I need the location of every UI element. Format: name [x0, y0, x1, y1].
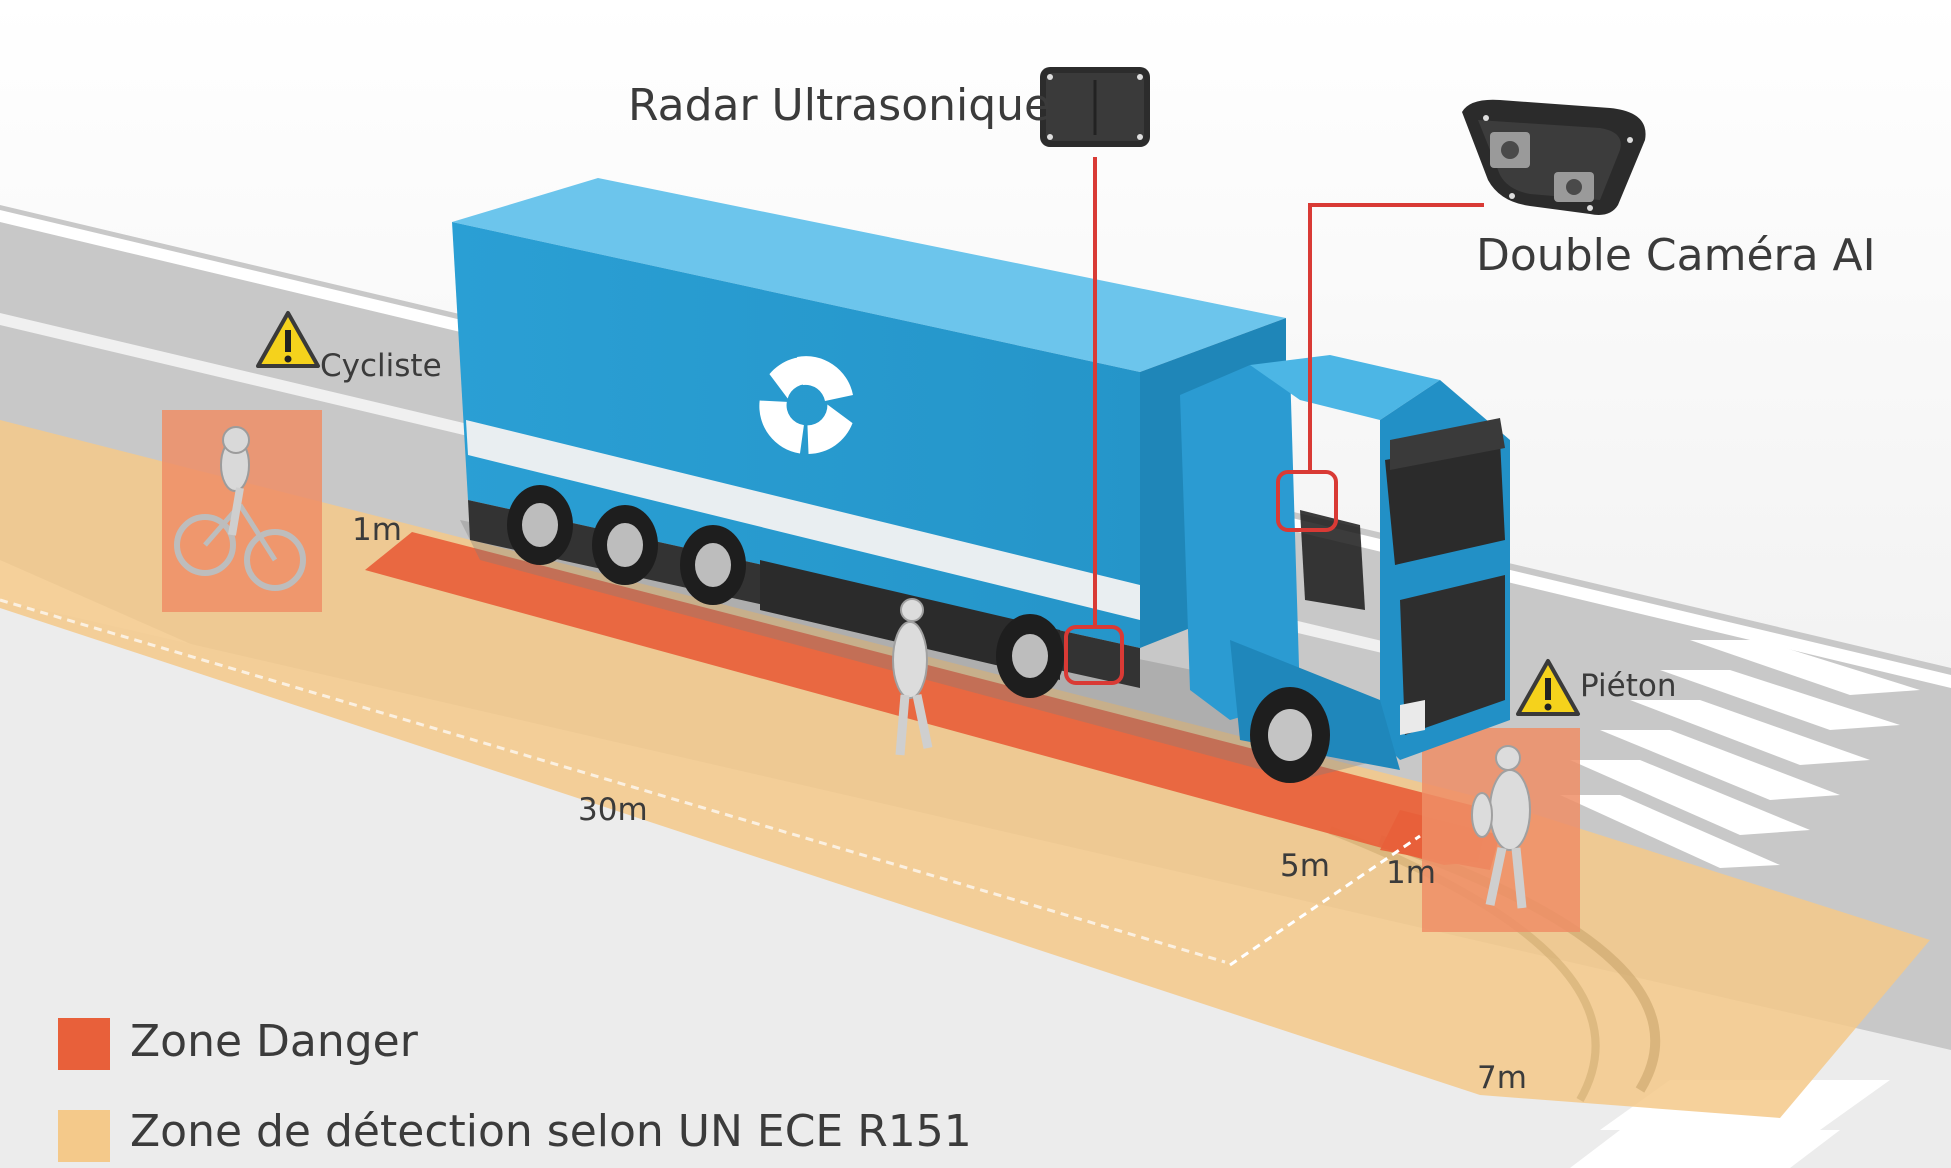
trailer-stripe	[466, 420, 1140, 620]
cyclist-label: Cycliste	[320, 348, 442, 384]
distance-side-length: 30m	[578, 792, 648, 828]
ai-camera-icon	[1462, 99, 1646, 215]
legend-detection-label: Zone de détection selon UN ECE R151	[130, 1106, 972, 1157]
legend-danger-label: Zone Danger	[130, 1016, 418, 1067]
windscreen	[1385, 440, 1505, 565]
distance-front-detection-width: 7m	[1477, 1060, 1527, 1096]
side-window	[1300, 510, 1365, 610]
legend-danger-swatch	[58, 1018, 110, 1070]
legend-detection-swatch	[58, 1110, 110, 1162]
trailer-wheels	[507, 485, 1064, 698]
distance-front-danger-width: 1m	[1386, 855, 1436, 891]
cyclist-figure	[174, 426, 306, 591]
danger-zone	[365, 532, 1490, 865]
distance-front-depth: 5m	[1280, 848, 1330, 884]
camera-callout-line	[1308, 203, 1484, 472]
grille	[1400, 575, 1505, 735]
camera-marker	[1276, 470, 1338, 532]
camera-label: Double Caméra AI	[1476, 230, 1876, 281]
radar-label: Radar Ultrasonique	[628, 80, 1052, 131]
company-logo	[759, 356, 853, 455]
cab-side	[1180, 365, 1300, 720]
trailer-top	[452, 178, 1286, 372]
radar-sensor-icon	[1040, 67, 1150, 147]
pedestrian-label: Piéton	[1580, 668, 1677, 704]
warning-triangle-icon	[1516, 659, 1580, 716]
dashed-line	[1229, 834, 1421, 967]
pedestrian-front-figure	[1471, 745, 1531, 909]
pedestrian-figure	[892, 598, 933, 756]
cab-top	[1250, 355, 1440, 420]
warning-triangle-icon	[256, 311, 320, 368]
dashed-line	[0, 598, 1226, 964]
distance-cyclist-width: 1m	[352, 512, 402, 548]
road-curve	[1328, 826, 1600, 1102]
